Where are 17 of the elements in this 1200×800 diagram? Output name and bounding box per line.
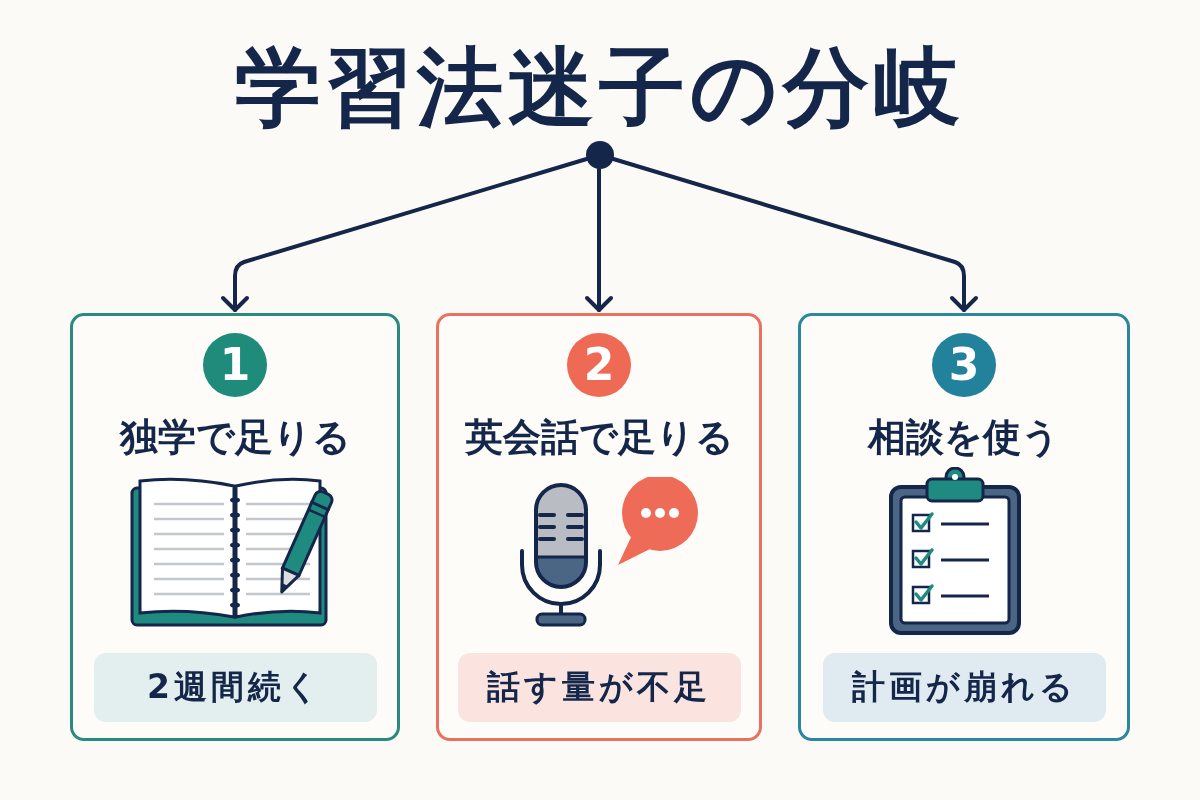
option-card — [436, 313, 762, 741]
branch-arrow — [221, 157, 589, 312]
outcome-tag: 話す量が不足 — [457, 653, 741, 722]
option-heading: 相談を使う — [868, 415, 1060, 459]
number-badge: 2 — [567, 333, 631, 397]
outcome-tag: 計画が崩れる — [822, 653, 1106, 722]
junction-dot — [586, 141, 614, 169]
number-badge: 1 — [203, 333, 267, 397]
outcome-tag: 2週間続く — [93, 653, 377, 722]
diagram-title: 学習法迷子の分岐 — [235, 36, 965, 139]
branch-arrow — [611, 157, 978, 312]
option-heading: 独学で足りる — [119, 415, 351, 459]
number-badge: 3 — [932, 333, 996, 397]
option-card — [798, 313, 1130, 741]
option-heading: 英会話で足りる — [464, 415, 734, 459]
branch-arrow — [585, 167, 613, 312]
option-card — [70, 313, 400, 741]
